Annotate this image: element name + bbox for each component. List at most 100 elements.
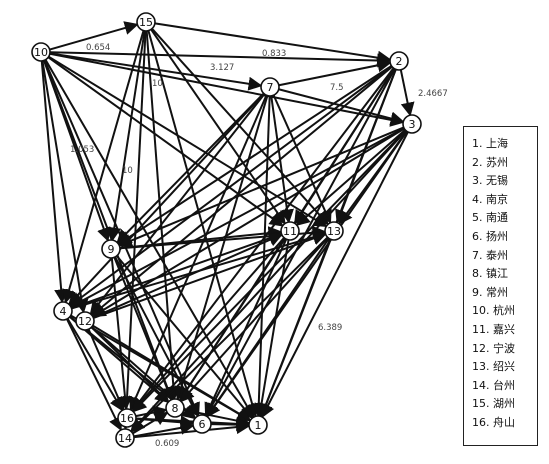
graph-edge-7-9 [116, 92, 265, 244]
legend-item-city: 南京 [482, 192, 508, 206]
graph-edge-7-13 [272, 94, 332, 225]
legend-item: 16. 舟山 [472, 414, 537, 433]
legend-item: 4. 南京 [472, 191, 537, 210]
graph-edge-14-1 [133, 420, 251, 439]
legend-item-number: 10. [472, 304, 490, 318]
node-circle [280, 221, 300, 241]
legend-item: 12. 宁波 [472, 340, 537, 359]
legend-item: 8. 镇江 [472, 265, 537, 284]
legend-item-city: 湖州 [489, 397, 515, 411]
edge-weight-label: 2.4667 [418, 89, 448, 99]
graph-edge-3-14 [130, 129, 407, 433]
legend-item-number: 9. [472, 285, 483, 299]
legend-item-city: 绍兴 [489, 360, 515, 374]
graph-edge-12-11 [92, 233, 284, 319]
graph-edge-7-12 [89, 93, 266, 316]
node-2: 2 [389, 51, 409, 71]
legend-item-city: 上海 [482, 137, 508, 150]
node-label: 9 [108, 243, 115, 256]
node-label: 16 [120, 412, 134, 425]
legend-item-city: 泰州 [482, 248, 508, 262]
graph-edge-4-8 [69, 316, 170, 404]
node-10: 10 [31, 42, 51, 62]
graph-edge-10-2 [49, 51, 392, 68]
legend-item-number: 13. [472, 360, 490, 374]
node-circle [260, 77, 280, 97]
graph-edge-10-4 [40, 60, 69, 304]
node-label: 14 [118, 432, 132, 445]
graph-edge-11-1 [254, 239, 290, 418]
node-15: 15 [136, 12, 156, 32]
node-label: 15 [139, 16, 153, 29]
graph-edge-4-16 [66, 318, 124, 412]
node-circle [192, 414, 212, 434]
legend-item: 14. 台州 [472, 377, 537, 396]
legend-item-number: 2. [472, 155, 483, 169]
graph-edge-3-16 [132, 129, 407, 413]
node-circle [53, 301, 73, 321]
node-16: 16 [117, 408, 137, 428]
edge-weight-label: 10 [122, 166, 133, 176]
node-circle [31, 42, 51, 62]
node-7: 7 [260, 77, 280, 97]
graph-edge-labels: 0.6540.8333.1277.52.4667101.053106.3890.… [70, 43, 448, 449]
node-circle [165, 398, 185, 418]
node-label: 2 [396, 55, 403, 68]
graph-edge-15-11 [150, 28, 286, 225]
legend-item-number: 1. [472, 137, 483, 150]
graph-edge-13-6 [206, 237, 330, 418]
edge-weight-label: 3.127 [210, 63, 234, 73]
graph-edge-15-2 [154, 22, 392, 65]
edge-weight-label: 0.609 [155, 439, 179, 449]
legend-item-city: 镇江 [482, 267, 508, 281]
node-label: 7 [267, 81, 274, 94]
graph-edge-9-16 [110, 257, 132, 411]
legend-item-city: 苏州 [482, 155, 508, 169]
graph-edge-13-1 [259, 239, 332, 418]
legend-item-city: 无锡 [482, 174, 508, 188]
node-12: 12 [75, 311, 95, 331]
legend-item-number: 7. [472, 248, 483, 262]
legend-item: 10. 杭州 [472, 302, 537, 321]
graph-edge-10-7 [49, 52, 263, 91]
legend-item-city: 南通 [482, 211, 508, 225]
graph-edge-3-9 [118, 126, 405, 248]
legend-item: 15. 湖州 [472, 395, 537, 414]
graph-edge-3-1 [261, 131, 409, 419]
legend-item-city: 扬州 [482, 229, 508, 243]
graph-edge-7-2 [278, 58, 392, 87]
graph-edge-3-12 [91, 127, 405, 318]
node-label: 10 [34, 46, 48, 59]
edge-weight-label: 0.654 [86, 43, 110, 53]
node-circle [136, 12, 156, 32]
graph-edge-15-4 [62, 30, 145, 304]
legend-item-number: 5. [472, 211, 483, 225]
legend-item: 11. 嘉兴 [472, 321, 537, 340]
graph-edge-10-3 [49, 52, 405, 127]
graph-edge-13-8 [180, 237, 329, 403]
node-label: 4 [60, 305, 67, 318]
graph-edge-9-8 [113, 256, 174, 401]
node-1: 1 [248, 415, 268, 435]
graph-edge-4-14 [66, 318, 122, 432]
legend-item: 9. 常州 [472, 284, 537, 303]
legend-item: 6. 扬州 [472, 228, 537, 247]
graph-edges [40, 21, 415, 439]
legend-item-number: 16. [472, 415, 490, 429]
edge-weight-label: 10 [152, 79, 163, 89]
legend-item-number: 4. [472, 192, 483, 206]
graph-edge-10-11 [47, 56, 284, 227]
graph-edge-2-12 [90, 65, 393, 317]
node-circle [75, 311, 95, 331]
legend-item: 7. 泰州 [472, 247, 537, 266]
legend-item-number: 11. [472, 322, 490, 336]
node-3: 3 [402, 114, 422, 134]
edge-weight-label: 6.389 [318, 323, 342, 333]
graph-edge-7-8 [174, 95, 269, 401]
node-circle [248, 415, 268, 435]
node-label: 1 [255, 419, 262, 432]
legend-item-number: 12. [472, 341, 490, 355]
graph-edge-16-8 [135, 405, 168, 420]
node-circle [324, 221, 344, 241]
